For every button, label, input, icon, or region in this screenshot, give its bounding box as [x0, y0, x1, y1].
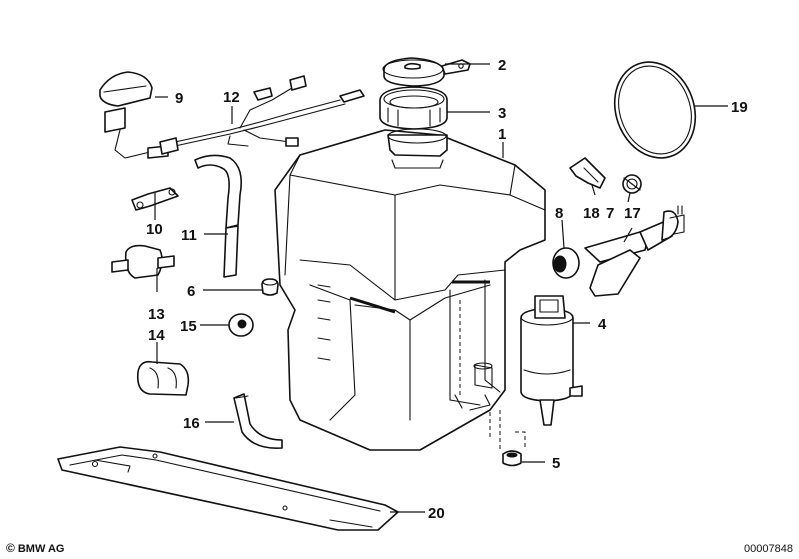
part-9-nozzle — [99, 71, 169, 159]
part-14-clamp — [136, 360, 190, 396]
label-part-9: 9 — [175, 90, 183, 107]
label-part-15: 15 — [180, 318, 197, 335]
part-1-reservoir — [274, 128, 546, 451]
part-2-cap — [382, 57, 471, 87]
label-part-12: 12 — [223, 89, 240, 106]
part-7-level-sensor — [584, 205, 685, 297]
part-6-grommet — [261, 278, 279, 296]
label-part-6: 6 — [187, 283, 195, 300]
label-part-2: 2 — [498, 57, 506, 74]
label-part-7: 7 — [606, 205, 614, 222]
part-12-harness — [159, 75, 365, 155]
brand-footer: ©BMW AG — [6, 541, 64, 555]
part-18-clip — [569, 157, 606, 189]
label-part-18: 18 — [583, 205, 600, 222]
document-number: 00007848 — [744, 543, 793, 555]
label-part-20: 20 — [428, 505, 445, 522]
part-labels: 2 3 1 4 5 6 7 8 9 10 11 12 13 14 15 16 1… — [146, 57, 748, 522]
label-part-17: 17 — [624, 205, 641, 222]
copyright-icon: © — [6, 541, 15, 555]
label-part-5: 5 — [552, 455, 560, 472]
leader-lines — [154, 63, 728, 513]
label-part-11: 11 — [181, 227, 197, 244]
label-part-4: 4 — [598, 316, 607, 333]
part-8-grommet — [552, 247, 580, 279]
label-part-8: 8 — [555, 205, 563, 222]
part-3-ring — [379, 86, 448, 130]
label-part-1: 1 — [498, 126, 506, 143]
part-15-grommet — [228, 313, 254, 337]
label-part-16: 16 — [183, 415, 200, 432]
part-11-hose — [194, 154, 243, 278]
label-part-13: 13 — [148, 306, 165, 323]
part-5-grommet — [489, 410, 526, 467]
part-20-tray — [57, 446, 399, 531]
label-part-3: 3 — [498, 105, 506, 122]
brand-name: BMW AG — [17, 543, 65, 555]
part-16-strap — [233, 393, 283, 449]
part-19-oring — [613, 61, 697, 159]
label-part-19: 19 — [731, 99, 748, 116]
label-part-10: 10 — [146, 221, 163, 238]
part-4-pump — [520, 295, 583, 426]
part-13-valve — [111, 244, 175, 279]
part-17-clip — [622, 174, 642, 194]
label-part-14: 14 — [148, 327, 165, 344]
